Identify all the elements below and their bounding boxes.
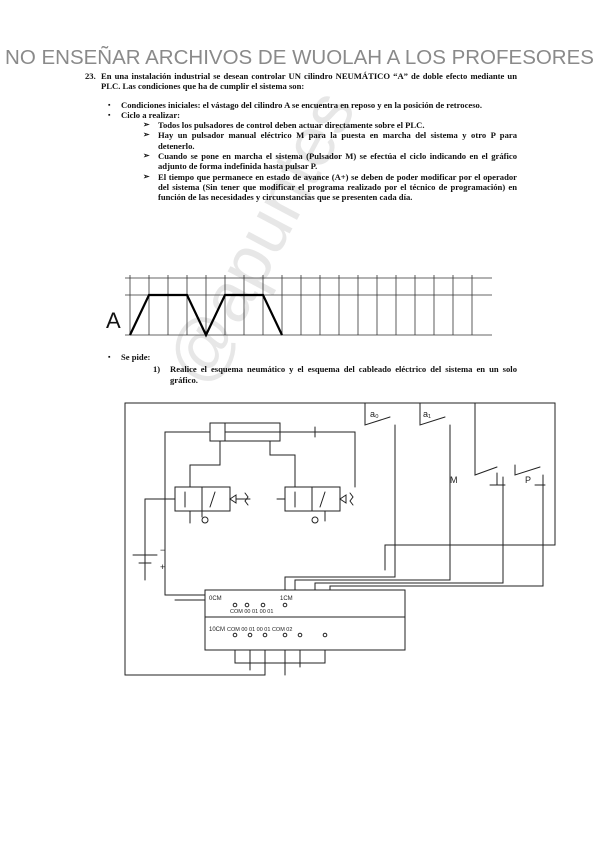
motion-curve [129,293,283,338]
cycle-item: Cuando se pone en marcha el sistema (Pul… [143,151,517,172]
switch-m [474,402,498,476]
plc-block [204,589,406,651]
cycle-heading: Ciclo a realizar: [108,110,517,121]
diagram-grid [125,275,492,336]
wiring-sketch: a₀ a₁ M P − + 0CM 1CM COM 00 01 00 01 10… [124,402,556,676]
label-a0: a₀ [370,409,379,419]
label-battery-minus: − [160,545,165,555]
wire-frame [124,402,556,571]
label-plc-out-row: COM 00 01 00 01 [230,609,273,615]
asked-section: Se pide: 1) Realice el esquema neumático… [85,352,517,385]
conditions-item: Condiciones iniciales: el vástago del ci… [108,100,517,111]
question-number: 23. [85,71,96,81]
label-plc-in-row: COM 00 01 00 01 COM 02 [227,627,292,633]
label-battery-plus: + [160,562,165,572]
asked-heading: Se pide: [108,352,517,363]
label-m: M [450,475,458,485]
watermark-banner: NO ENSEÑAR ARCHIVOS DE WUOLAH A LOS PROF… [5,46,594,69]
label-plc-0cm: 0CM [209,596,222,602]
asked-item-text: Realice el esquema neumático y el esquem… [170,364,517,385]
cycle-item: Hay un pulsador manual eléctrico M para … [143,130,517,151]
switch-a1 [419,402,446,426]
diagram-label-a: A [106,308,121,333]
label-p: P [525,475,531,485]
asked-item: 1) Realice el esquema neumático y el esq… [153,364,517,385]
cycle-item: El tiempo que permanece en estado de ava… [143,172,517,203]
label-plc-1cm: 1CM [280,596,293,602]
label-plc-10cm: 10CM [209,627,225,633]
cycle-item: Todos los pulsadores de control deben ac… [143,120,517,131]
switch-p [514,464,541,476]
document-body: 23. En una instalación industrial se des… [85,71,517,203]
switch-a0 [364,402,391,426]
asked-item-number: 1) [153,364,161,375]
motion-diagram: A [106,275,492,338]
label-a1: a₁ [423,409,431,419]
wire-bottom [124,649,266,676]
question-text: En una instalación industrial se desean … [101,71,517,92]
